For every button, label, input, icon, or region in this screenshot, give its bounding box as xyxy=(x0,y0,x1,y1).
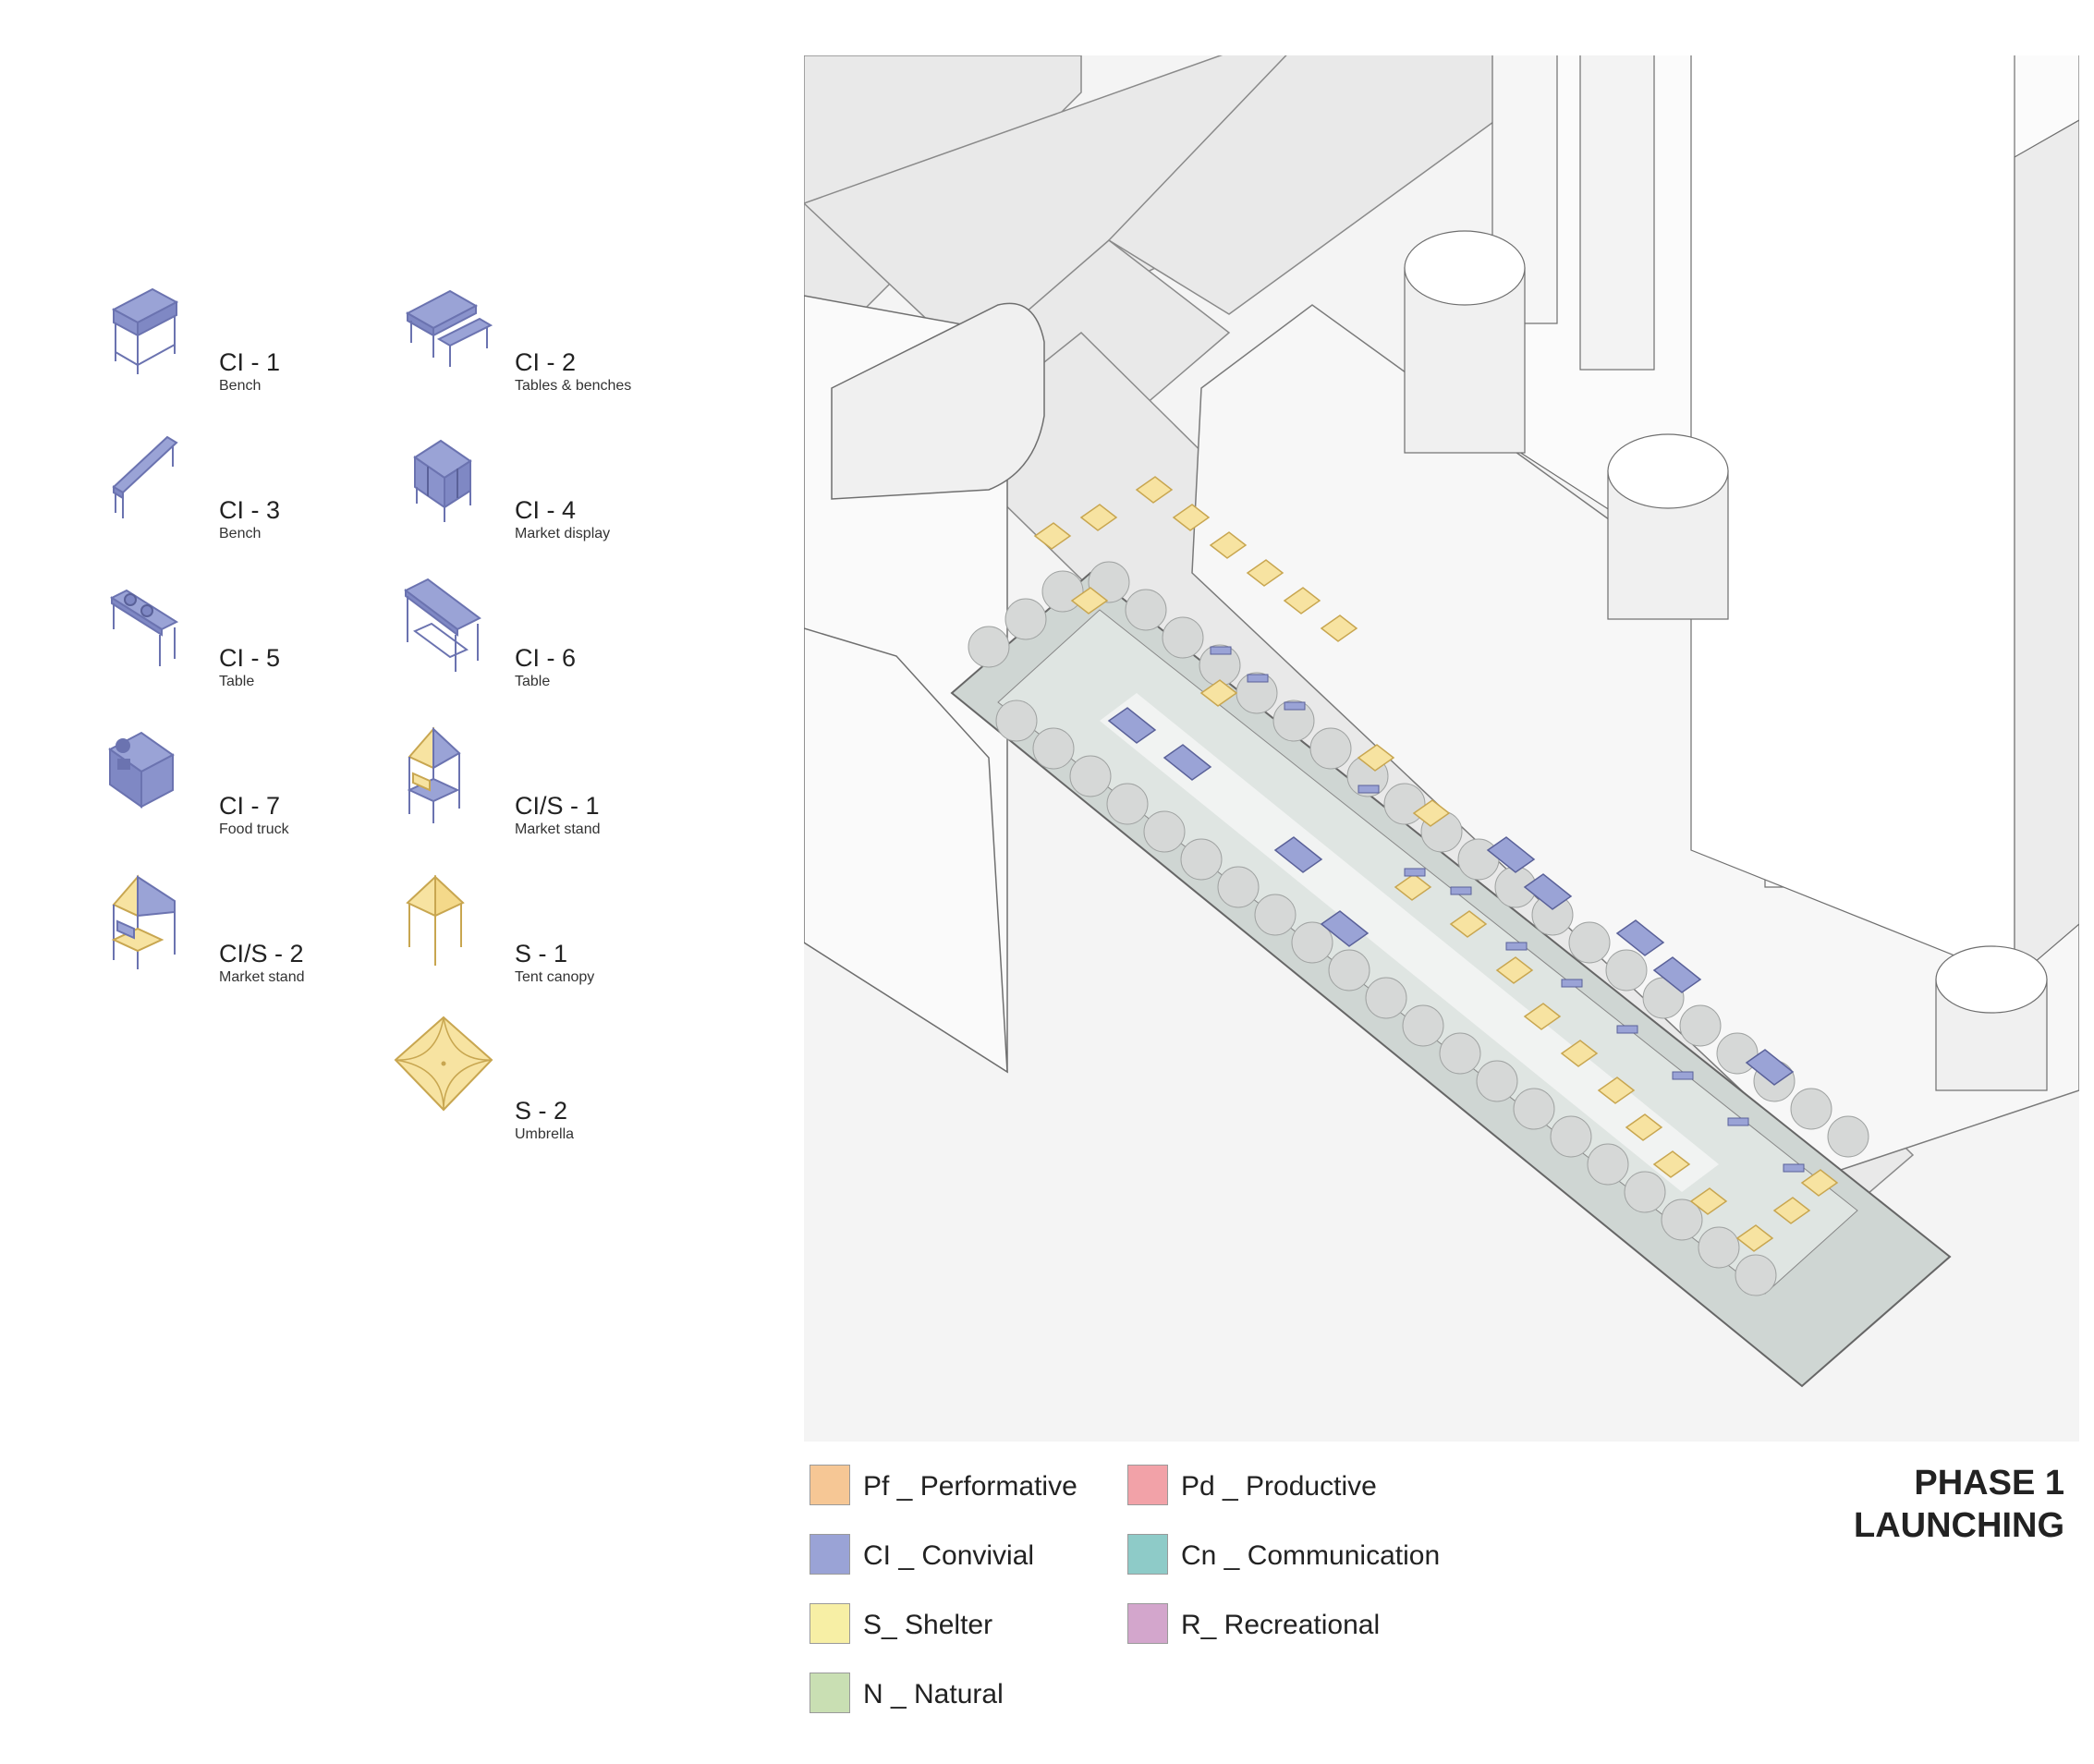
catalog-item-ci-2: CI - 2 Tables & benches xyxy=(402,282,679,402)
catalog-item-ci-3: CI - 3 Bench xyxy=(106,430,383,550)
catalog-item-s-1: S - 1 Tent canopy xyxy=(402,873,679,993)
legend-swatch xyxy=(1127,1534,1168,1575)
item-code: CI - 2 xyxy=(515,348,577,376)
site-axonometric-drawing xyxy=(804,55,2079,1442)
catalog-item-s-2: S - 2 Umbrella xyxy=(390,1012,667,1142)
legend-swatch xyxy=(1127,1465,1168,1505)
item-name: Table xyxy=(219,674,255,689)
phase-name: LAUNCHING xyxy=(1854,1506,2064,1545)
convivial-benches xyxy=(1210,646,1805,1173)
table-canopy-icon xyxy=(404,578,481,672)
legend-swatch xyxy=(810,1603,850,1644)
table-icon xyxy=(109,589,179,666)
tent-canopy-icon xyxy=(406,874,465,966)
left-building xyxy=(804,295,1045,1074)
umbrella-icon xyxy=(394,1016,493,1112)
legend-swatch xyxy=(810,1673,850,1713)
item-code: CI - 4 xyxy=(515,496,577,524)
bench-icon xyxy=(112,435,178,518)
tables-benches-icon xyxy=(405,289,493,367)
market-stand-icon xyxy=(111,874,176,969)
item-name: Bench xyxy=(219,378,262,394)
food-truck-icon xyxy=(108,731,175,809)
catalog-item-cis-2: CI/S - 2 Market stand xyxy=(106,873,383,993)
legend-label: S_ Shelter xyxy=(863,1610,993,1640)
sidewalk xyxy=(1191,304,2079,1174)
legend-label: R_ Recreational xyxy=(1181,1610,1381,1640)
item-code: CI/S - 2 xyxy=(219,940,304,967)
phase-title: PHASE 1 LAUNCHING xyxy=(1602,1462,2064,1547)
item-name: Table xyxy=(515,674,551,689)
item-name: Food truck xyxy=(219,821,289,837)
item-code: CI - 6 xyxy=(515,644,577,672)
item-name: Market stand xyxy=(219,969,305,985)
item-code: CI - 3 xyxy=(219,496,281,524)
item-code: CI - 7 xyxy=(219,792,281,820)
catalog-item-ci-6: CI - 6 Table xyxy=(402,578,679,698)
item-name: Bench xyxy=(219,526,262,541)
legend-swatch xyxy=(810,1465,850,1505)
catalog-item-ci-4: CI - 4 Market display xyxy=(402,430,679,550)
item-code: S - 2 xyxy=(515,1097,568,1125)
market-display-icon xyxy=(413,439,472,522)
bench-pavilion-icon xyxy=(111,287,179,374)
catalog-item-ci-7: CI - 7 Food truck xyxy=(106,725,383,846)
item-name: Market display xyxy=(515,526,611,541)
legend-swatch xyxy=(810,1534,850,1575)
phase-number: PHASE 1 xyxy=(1914,1464,2064,1502)
item-name: Tent canopy xyxy=(515,969,595,985)
catalog-item-ci-1: CI - 1 Bench xyxy=(106,282,383,402)
item-name: Market stand xyxy=(515,821,601,837)
market-stand-icon xyxy=(407,726,461,823)
item-code: CI - 5 xyxy=(219,644,281,672)
item-code: CI - 1 xyxy=(219,348,281,376)
legend-swatch xyxy=(1127,1603,1168,1644)
legend-label: CI _ Convivial xyxy=(863,1540,1035,1571)
legend-label: N _ Natural xyxy=(863,1679,1004,1709)
catalog-item-cis-1: CI/S - 1 Market stand xyxy=(402,725,679,846)
item-name: Umbrella xyxy=(515,1126,575,1142)
food-trucks xyxy=(1107,707,1795,1086)
legend-label: Pd _ Productive xyxy=(1181,1471,1377,1502)
legend-label: Pf _ Performative xyxy=(863,1471,1077,1502)
legend-label: Cn _ Communication xyxy=(1181,1540,1441,1571)
catalog-item-ci-5: CI - 5 Table xyxy=(106,578,383,698)
right-buildings xyxy=(1404,55,2079,1091)
item-code: CI/S - 1 xyxy=(515,792,600,820)
item-name: Tables & benches xyxy=(515,378,632,394)
shelter-canopies xyxy=(1033,476,1839,1252)
item-code: S - 1 xyxy=(515,940,568,967)
